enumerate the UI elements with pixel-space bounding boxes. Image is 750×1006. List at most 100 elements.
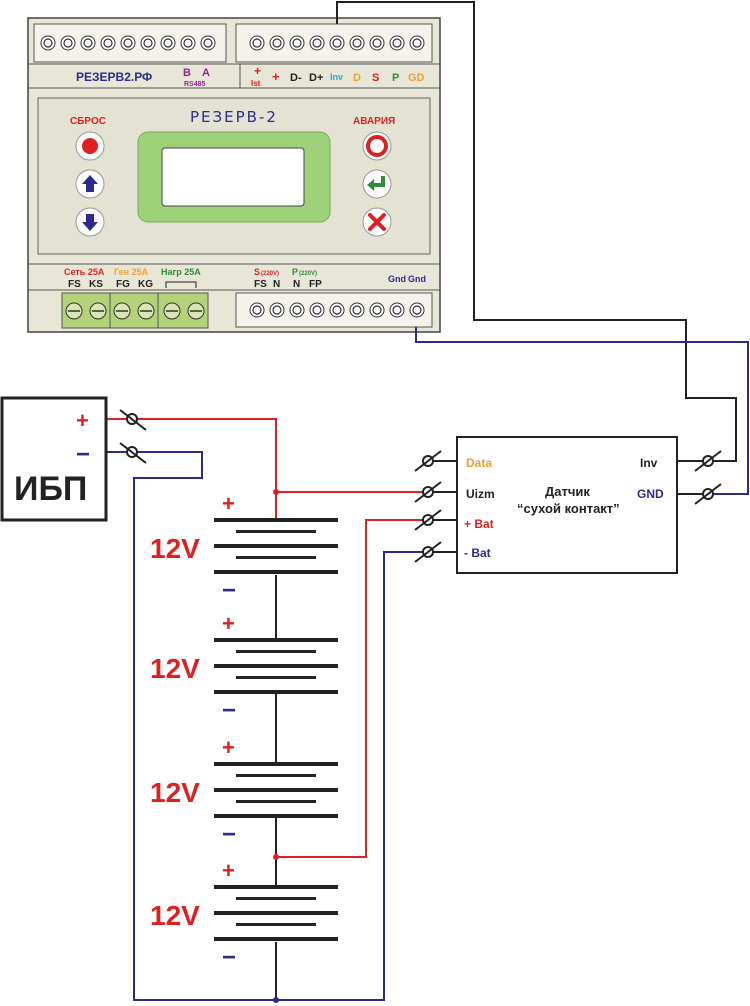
screw-terminal — [120, 35, 136, 51]
battery-voltage: 12V — [150, 533, 200, 564]
alarm-label: АВАРИЯ — [353, 116, 395, 127]
sensor-data-label: Data — [466, 456, 492, 470]
screw-terminal — [349, 35, 365, 51]
site-label: РЕЗЕРВ2.РФ — [76, 70, 152, 84]
screw-terminal — [329, 302, 345, 318]
rs485-b-label: B — [183, 67, 191, 79]
screw-terminal — [160, 35, 176, 51]
p-volt: (220V) — [299, 271, 317, 277]
ups-label: ИБП — [14, 470, 87, 508]
screw-terminal — [140, 35, 156, 51]
reset-button[interactable] — [75, 131, 105, 161]
screw-terminal — [180, 35, 196, 51]
terminal-d: D — [353, 72, 361, 84]
battery-stack: 12V+−12V+−12V+−12V+− — [150, 491, 338, 971]
ups-block: ИБП + − — [0, 396, 147, 522]
power-screw — [65, 302, 83, 320]
ups-minus: − — [76, 441, 90, 468]
battery-plus: + — [222, 735, 235, 760]
screw-terminal — [389, 302, 405, 318]
terminal-inv: Inv — [330, 72, 343, 82]
battery-plate — [236, 897, 316, 900]
power-screw — [163, 302, 181, 320]
screw-terminal — [200, 35, 216, 51]
battery-voltage: 12V — [150, 900, 200, 931]
battery-plate — [214, 885, 338, 889]
power-screw — [113, 302, 131, 320]
set-fs: FS — [68, 279, 81, 290]
battery-plate — [236, 676, 316, 679]
power-screw — [89, 302, 107, 320]
battery-plate — [236, 530, 316, 533]
battery-1: 12V + − — [150, 491, 338, 604]
controller-device: РЕЗЕРВ2.РФ B A RS485 + Ist + D- D+ Inv D… — [27, 17, 441, 333]
s-label: S — [254, 267, 260, 277]
screw-terminal — [309, 35, 325, 51]
wire-ups-plus — [98, 418, 277, 518]
screw-terminal — [289, 302, 305, 318]
terminal-s: S — [372, 72, 379, 84]
wire-minus-bat — [276, 551, 428, 1001]
wire-ups-minus — [98, 451, 276, 1001]
battery-plate — [214, 788, 338, 792]
screw-terminal — [309, 302, 325, 318]
wire-inv — [336, 1, 737, 462]
gnd-label-1: Gnd — [388, 274, 406, 284]
terminal-icon — [414, 450, 442, 472]
terminal-plus-ist-sub: Ist — [251, 79, 261, 88]
down-button[interactable] — [75, 207, 105, 237]
gen-kg: KG — [138, 279, 153, 290]
battery-minus: − — [222, 697, 236, 724]
ups-minus-terminal-icon — [119, 442, 147, 464]
battery-plus: + — [222, 611, 235, 636]
battery-plate — [236, 650, 316, 653]
battery-plate — [236, 556, 316, 559]
set-ks: KS — [89, 279, 103, 290]
battery-plate — [214, 664, 338, 668]
battery-minus: − — [222, 577, 236, 604]
reset-label: СБРОС — [70, 116, 106, 127]
rs485-label: RS485 — [184, 81, 206, 88]
terminal-plus: + — [272, 69, 280, 84]
nagr-bracket — [165, 281, 197, 288]
ups-plus-terminal-icon — [119, 409, 147, 431]
dry-contact-sensor: Датчик “сухой контакт” Data Uizm + Bat -… — [414, 436, 722, 574]
close-icon — [368, 213, 386, 231]
battery-voltage: 12V — [150, 777, 200, 808]
terminal-icon — [694, 450, 722, 472]
screw-terminal — [349, 302, 365, 318]
screw-terminal — [369, 35, 385, 51]
terminal-d-plus: D+ — [309, 72, 323, 84]
battery-plate — [236, 800, 316, 803]
arrow-down-icon — [82, 214, 98, 231]
battery-plate — [214, 690, 338, 694]
sensor-title-2: “сухой контакт” — [517, 501, 620, 516]
sensor-plus-bat-label: + Bat — [464, 517, 494, 531]
battery-plate — [214, 762, 338, 766]
enter-button[interactable] — [362, 169, 392, 199]
battery-plate — [214, 544, 338, 548]
alarm-button[interactable] — [362, 131, 392, 161]
screw-terminal — [269, 302, 285, 318]
screw-terminal — [409, 35, 425, 51]
terminal-icon — [414, 509, 442, 531]
battery-3: 12V+− — [150, 735, 338, 848]
screw-terminal — [329, 35, 345, 51]
battery-plate — [214, 638, 338, 642]
group-nagr-label: Нагр 25А — [161, 267, 201, 277]
battery-plate — [214, 814, 338, 818]
group-set-label: Сеть 25А — [64, 267, 105, 277]
battery-plate — [236, 923, 316, 926]
sensor-inv-label: Inv — [640, 456, 658, 470]
screw-terminal — [249, 302, 265, 318]
rs485-a-label: A — [202, 67, 210, 79]
screw-terminal — [249, 35, 265, 51]
terminal-d-minus: D- — [290, 72, 302, 84]
battery-plate — [214, 937, 338, 941]
cancel-button[interactable] — [362, 207, 392, 237]
up-button[interactable] — [75, 169, 105, 199]
sensor-title-1: Датчик — [545, 484, 590, 499]
battery-plus: + — [222, 491, 235, 516]
p-label: P — [292, 267, 298, 277]
screw-terminal — [409, 302, 425, 318]
